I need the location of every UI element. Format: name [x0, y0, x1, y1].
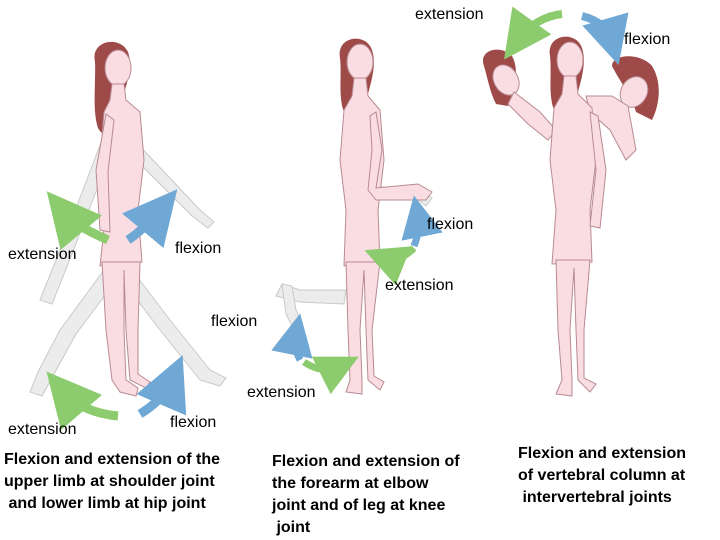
label-elbow-flexion: flexion	[427, 216, 474, 233]
figure-3-legs	[555, 259, 597, 397]
figure-2-forearm-flexion-arrow	[401, 195, 443, 248]
figure-1-leg-extension-arrow	[46, 371, 119, 431]
label-knee-flexion: flexion	[211, 313, 258, 330]
caption-elbow-knee: Flexion and extension of the forearm at …	[272, 453, 460, 536]
label-shoulder-extension: extension	[8, 246, 77, 263]
figure-3-woman-bending	[482, 6, 659, 397]
figure-3-flexion-ghost	[585, 56, 659, 161]
figure-2-woman-standing	[271, 38, 443, 395]
figure-3-head	[556, 41, 584, 79]
figure-1-ghost-limbs	[29, 139, 227, 397]
figure-3-extension-arrow	[504, 6, 563, 60]
caption-vertebral-column: Flexion and extension of vertebral colum…	[518, 445, 687, 506]
figure-1-legs	[101, 261, 151, 397]
figure-2-head	[346, 43, 374, 81]
label-vertebral-extension: extension	[415, 6, 484, 23]
figure-1-head	[104, 49, 132, 87]
figure-3-flexion-arrow	[580, 12, 629, 66]
figure-2-legs	[345, 261, 385, 395]
figure-2-forearm-extension-arrow	[364, 245, 417, 286]
figure-3-arm	[589, 111, 607, 229]
label-shoulder-flexion: flexion	[175, 240, 222, 257]
label-hip-extension: extension	[8, 421, 77, 438]
figure-2-leg-extension-arrow	[302, 356, 359, 395]
label-knee-extension: extension	[247, 384, 316, 401]
label-hip-flexion: flexion	[170, 414, 217, 431]
figure-3-torso	[549, 75, 597, 265]
figure-1-woman-walking	[29, 41, 227, 431]
label-elbow-extension: extension	[385, 277, 454, 294]
label-vertebral-flexion: flexion	[624, 31, 671, 48]
caption-shoulder-hip: Flexion and extension of the upper limb …	[4, 451, 221, 512]
figure-2-leg-flexion-arrow	[271, 313, 313, 362]
figure-1-arm-flexion-arrow	[121, 189, 178, 249]
figure-3-extension-ghost	[482, 49, 557, 141]
figure-1-arm-extension-arrow	[46, 191, 110, 251]
figure-1-leg-flexion-arrow	[136, 355, 187, 418]
